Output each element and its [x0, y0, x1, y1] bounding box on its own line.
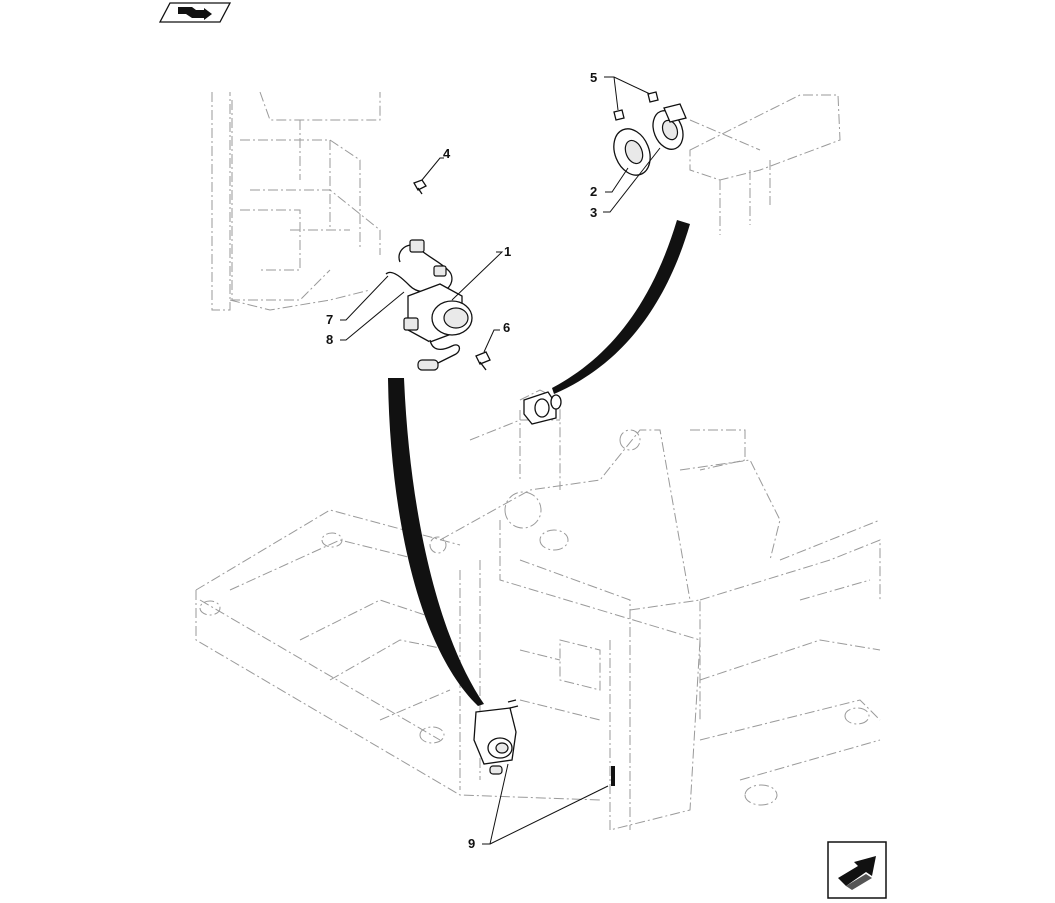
- upper-right-bracket-phantom: [689, 94, 841, 235]
- back-arrow-icon[interactable]: [158, 2, 232, 23]
- bolt-item-6: [475, 351, 491, 371]
- screw-item-5: [613, 91, 659, 121]
- callout-7: 7: [326, 312, 333, 327]
- relay-assembly: [385, 239, 473, 371]
- callout-2: 2: [590, 184, 597, 199]
- forward-arrow-icon[interactable]: [827, 841, 887, 899]
- callout-9: 9: [468, 836, 475, 851]
- callout-6: 6: [503, 320, 510, 335]
- callout-1: 1: [504, 244, 511, 259]
- callout-8: 8: [326, 332, 333, 347]
- upper-left-frame-phantom: [211, 91, 381, 311]
- bolt-item-4: [413, 179, 427, 195]
- horn-item-3: [652, 103, 687, 150]
- callout-labels: 1 2 3 4 5 6 7 8 9: [326, 70, 597, 851]
- horn-item-2: [613, 128, 651, 176]
- leader-lines: [340, 76, 661, 845]
- harness-clip-marker: [611, 766, 615, 786]
- relay-mounted-detail: [473, 699, 519, 775]
- machine-frame-phantom: [195, 389, 881, 831]
- detail-reference-arrow-right: [552, 220, 690, 394]
- horn-mounted-detail: [523, 391, 562, 425]
- callout-3: 3: [590, 205, 597, 220]
- callout-4: 4: [443, 146, 451, 161]
- detail-reference-arrow-left: [388, 378, 484, 706]
- callout-5: 5: [590, 70, 597, 85]
